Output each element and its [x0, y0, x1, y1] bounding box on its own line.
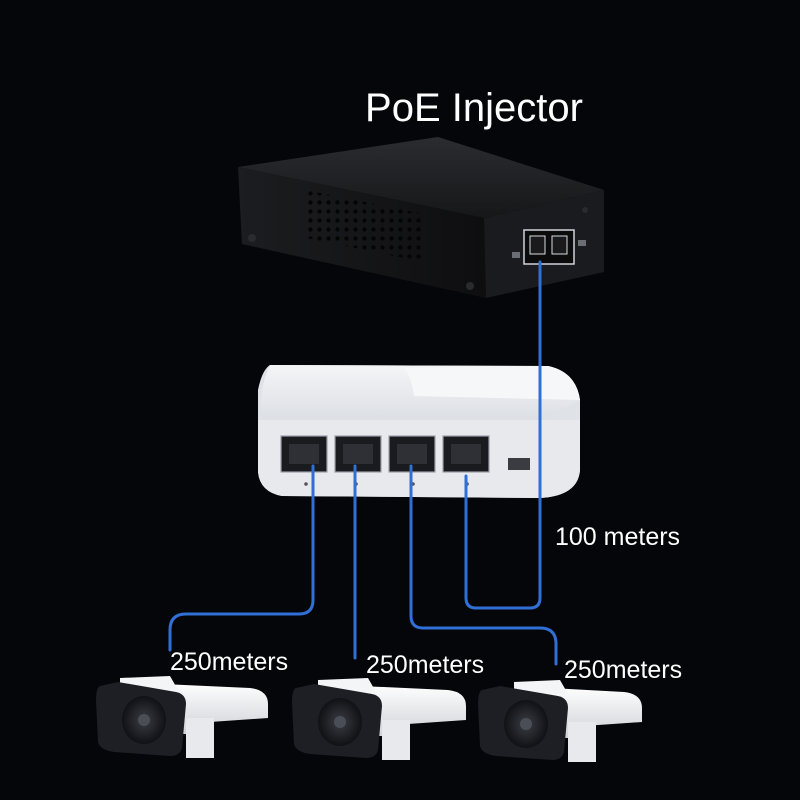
switch-port-3	[388, 435, 436, 473]
distance-label-camera-3: 250meters	[564, 656, 683, 684]
dc-port	[508, 458, 530, 470]
poe-injector	[238, 137, 604, 298]
cable-injector-to-switch	[464, 260, 542, 610]
poe-switch	[258, 365, 580, 498]
switch-port-4	[442, 435, 490, 473]
led-indicator	[304, 482, 308, 486]
cables	[168, 260, 558, 666]
injector-ports	[512, 229, 586, 265]
screw-icon	[466, 282, 474, 290]
distance-label-camera-1: 250meters	[170, 648, 289, 676]
vent-grille	[306, 190, 424, 262]
camera-2	[292, 678, 466, 760]
distance-label-injector: 100 meters	[555, 523, 681, 551]
screw-icon	[248, 234, 256, 242]
screw-icon	[582, 207, 588, 213]
cable-to-camera-3	[409, 464, 558, 666]
camera-1	[96, 676, 268, 758]
diagram-title: PoE Injector	[365, 86, 583, 130]
camera-3	[478, 680, 642, 762]
distance-label-camera-2: 250meters	[366, 651, 485, 679]
switch-port-2	[334, 435, 382, 473]
switch-port-1	[280, 435, 328, 473]
cable-to-camera-1	[168, 464, 315, 652]
